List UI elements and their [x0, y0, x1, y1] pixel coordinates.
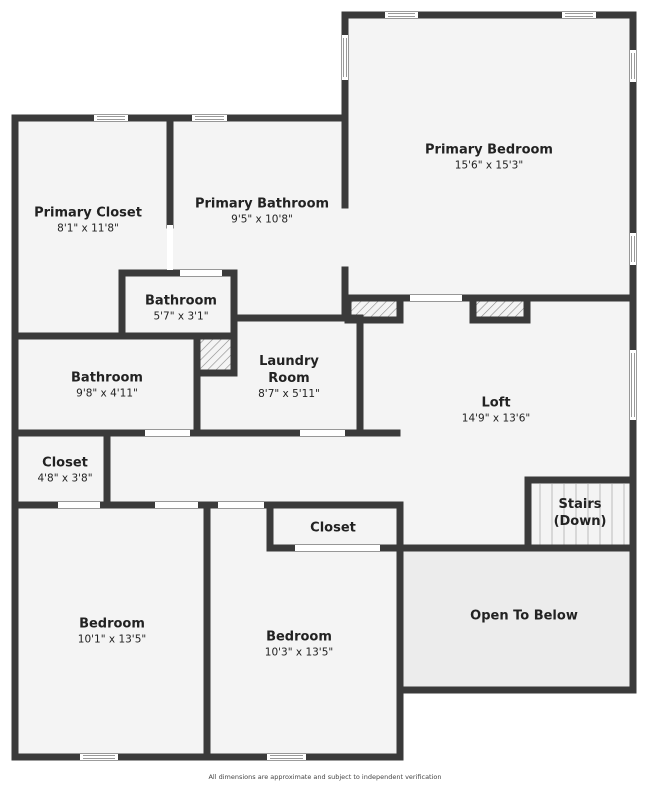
room-name: Laundry Room — [259, 354, 319, 386]
room-name: Loft — [481, 395, 511, 411]
room-dimensions: 5'7" x 3'1" — [153, 310, 209, 323]
room-dimensions: 9'8" x 4'11" — [76, 387, 138, 400]
room-name: Closet — [310, 520, 356, 536]
footer-note: All dimensions are approximate and subje… — [208, 773, 442, 781]
open-to-below-area — [400, 548, 633, 690]
room-dimensions: 10'3" x 13'5" — [264, 646, 334, 659]
room-bedroom-right: Bedroom 10'3" x 13'5" — [265, 629, 333, 660]
room-name: Primary Bathroom — [194, 196, 330, 212]
floor-area — [345, 15, 633, 298]
chase-hatch — [473, 298, 527, 320]
room-laundry: Laundry Room 8'7" x 5'11" — [244, 353, 334, 401]
room-dimensions: 14'9" x 13'6" — [461, 412, 531, 425]
room-name: Bedroom — [266, 629, 332, 645]
room-bathroom: Bathroom 9'8" x 4'11" — [71, 370, 143, 401]
room-loft: Loft 14'9" x 13'6" — [462, 395, 530, 426]
room-name: Stairs (Down) — [553, 497, 607, 529]
room-closet-small: Closet 4'8" x 3'8" — [37, 455, 92, 486]
room-dimensions: 8'7" x 5'11" — [258, 388, 320, 400]
room-name: Bedroom — [79, 616, 145, 632]
room-name: Closet — [42, 455, 88, 471]
room-dimensions: 10'1" x 13'5" — [77, 633, 147, 646]
room-primary-bedroom: Primary Bedroom 15'6" x 15'3" — [425, 142, 553, 173]
room-name: Primary Bedroom — [425, 142, 553, 158]
room-bedroom-left: Bedroom 10'1" x 13'5" — [78, 616, 146, 647]
room-dimensions: 15'6" x 15'3" — [454, 159, 524, 172]
room-name: Bathroom — [145, 293, 217, 309]
room-primary-closet: Primary Closet 8'1" x 11'8" — [34, 205, 142, 236]
room-name: Open To Below — [470, 608, 578, 624]
room-bathroom-small: Bathroom 5'7" x 3'1" — [145, 293, 217, 324]
room-stairs: Stairs (Down) — [550, 496, 610, 530]
room-primary-bathroom: Primary Bathroom 9'5" x 10'8" — [195, 196, 329, 227]
room-closet-bedroom: Closet — [310, 520, 356, 537]
room-dimensions: 9'5" x 10'8" — [231, 213, 293, 226]
room-dimensions: 8'1" x 11'8" — [57, 222, 119, 235]
room-name: Bathroom — [71, 370, 143, 386]
room-dimensions: 4'8" x 3'8" — [37, 472, 93, 485]
room-name: Primary Closet — [34, 205, 142, 221]
room-open-to-below: Open To Below — [470, 608, 578, 625]
floor-area — [15, 433, 107, 505]
chase-hatch — [200, 338, 232, 373]
